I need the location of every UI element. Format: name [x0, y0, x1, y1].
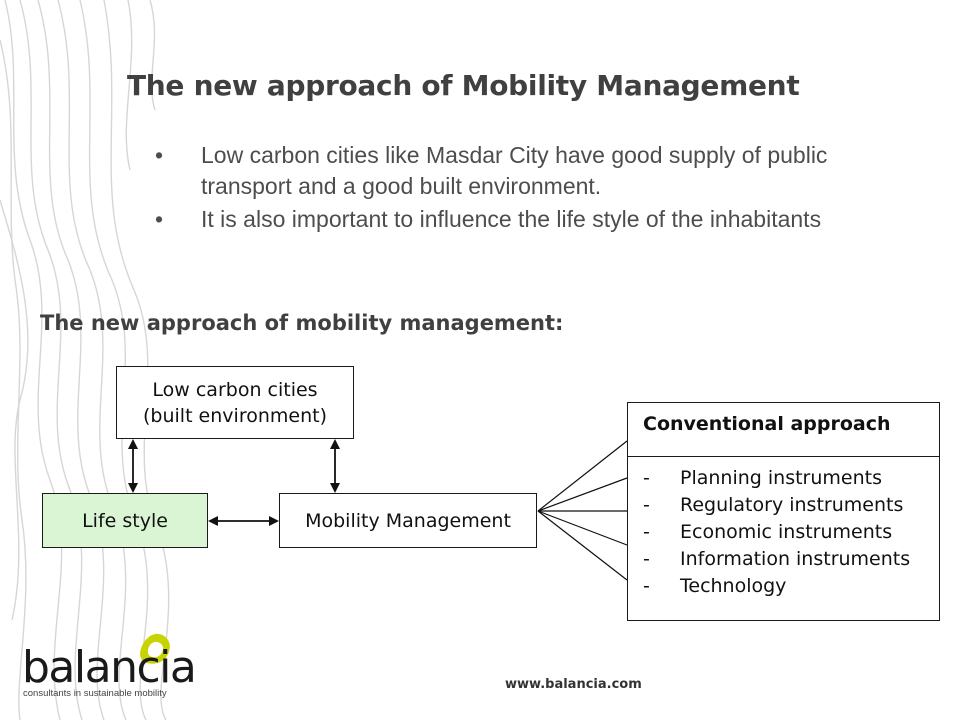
mobility-management-box: Mobility Management: [279, 493, 537, 548]
bullet-item: • Low carbon cities like Masdar City hav…: [155, 140, 855, 202]
dash: -: [643, 467, 650, 489]
instrument-label: Economic instruments: [680, 521, 893, 543]
instrument-label: Technology: [680, 575, 787, 597]
diagram-subtitle: The new approach of mobility management:: [40, 311, 564, 335]
list-item: - Regulatory instruments: [643, 492, 939, 519]
fan-line: [537, 477, 628, 512]
logo-tagline: consultants in sustainable mobility: [23, 688, 167, 699]
logo-wordmark: balancia: [22, 642, 197, 693]
bullet-list: • Low carbon cities like Masdar City hav…: [155, 140, 855, 237]
instrument-label: Information instruments: [680, 548, 911, 570]
instrument-label: Planning instruments: [680, 467, 882, 489]
dash: -: [643, 494, 650, 516]
bullet-item: • It is also important to influence the …: [155, 204, 855, 235]
life-style-label: Life style: [82, 509, 168, 532]
bullet-glyph: •: [155, 142, 164, 168]
low-carbon-line1: Low carbon cities: [152, 378, 318, 401]
footer-url[interactable]: www.balancia.com: [505, 677, 642, 692]
life-style-box: Life style: [42, 493, 208, 548]
balancia-logo: balancia consultants in sustainable mobi…: [22, 632, 197, 702]
bullet-text: It is also important to influence the li…: [201, 206, 822, 232]
logo-leaf-icon: [140, 633, 170, 664]
bullet-text: Low carbon cities like Masdar City have …: [201, 142, 828, 199]
conventional-approach-box: Conventional approach - Planning instrume…: [627, 402, 940, 621]
dash: -: [643, 575, 650, 597]
fan-line: [537, 510, 628, 546]
dash: -: [643, 548, 650, 570]
slide-title: The new approach of Mobility Management: [127, 69, 800, 102]
instrument-label: Regulatory instruments: [680, 494, 904, 516]
mobility-management-label: Mobility Management: [305, 509, 511, 532]
list-item: - Technology: [643, 573, 939, 600]
low-carbon-cities-box: Low carbon cities (built environment): [116, 366, 354, 439]
bullet-glyph: •: [155, 206, 164, 232]
list-item: - Economic instruments: [643, 519, 939, 546]
fan-line: [537, 510, 628, 581]
fan-line: [537, 440, 628, 512]
list-item: - Planning instruments: [643, 465, 939, 492]
conventional-instrument-list: - Planning instruments - Regulatory instru…: [628, 457, 939, 600]
conventional-approach-heading: Conventional approach: [628, 403, 939, 457]
dash: -: [643, 521, 650, 543]
list-item: - Information instruments: [643, 546, 939, 573]
low-carbon-line2: (built environment): [143, 404, 327, 427]
